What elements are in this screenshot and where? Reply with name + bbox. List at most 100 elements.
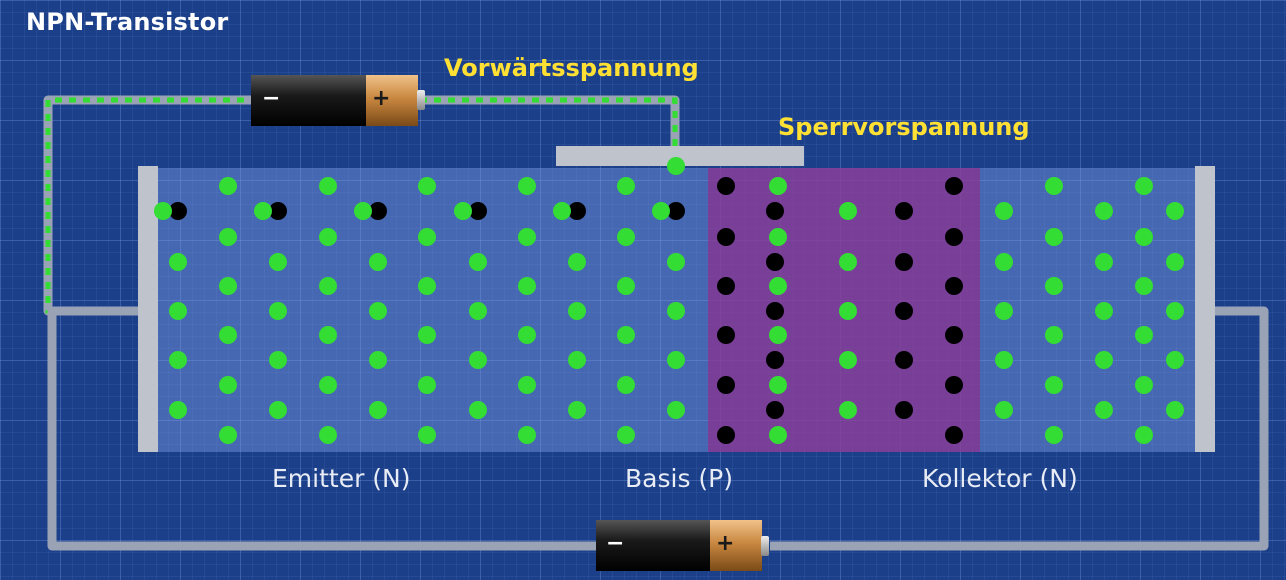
electron — [1166, 401, 1184, 419]
electron — [518, 326, 536, 344]
electron — [418, 277, 436, 295]
electron — [518, 277, 536, 295]
electron — [418, 228, 436, 246]
electron — [839, 202, 857, 220]
hole — [945, 277, 963, 295]
electron — [269, 302, 287, 320]
electron — [518, 228, 536, 246]
electron — [269, 401, 287, 419]
electron — [568, 302, 586, 320]
electron — [1135, 277, 1153, 295]
electron — [469, 351, 487, 369]
hole — [895, 302, 913, 320]
electron — [418, 376, 436, 394]
electron — [369, 401, 387, 419]
electron — [219, 326, 237, 344]
electron — [1045, 426, 1063, 444]
electron — [369, 253, 387, 271]
hole — [717, 426, 735, 444]
electron — [1045, 326, 1063, 344]
electron — [354, 202, 372, 220]
hole — [717, 177, 735, 195]
electron — [219, 277, 237, 295]
electron — [839, 401, 857, 419]
hole — [766, 253, 784, 271]
electron — [553, 202, 571, 220]
battery-forward-icon — [251, 75, 425, 126]
electron — [1045, 228, 1063, 246]
hole — [945, 177, 963, 195]
hole — [717, 228, 735, 246]
electron — [769, 326, 787, 344]
electron — [617, 228, 635, 246]
electron — [995, 202, 1013, 220]
electron — [839, 302, 857, 320]
electron — [1045, 376, 1063, 394]
emitter-contact — [138, 166, 158, 452]
electron — [1095, 253, 1113, 271]
hole — [169, 202, 187, 220]
electron — [319, 228, 337, 246]
electron — [839, 253, 857, 271]
electron — [1135, 376, 1153, 394]
hole — [766, 351, 784, 369]
electron — [667, 351, 685, 369]
electron — [418, 177, 436, 195]
electron — [169, 253, 187, 271]
electron — [1095, 302, 1113, 320]
reverse-bias-label: Sperrvorspannung — [778, 113, 1030, 141]
electron — [219, 228, 237, 246]
electron — [319, 376, 337, 394]
collector-contact — [1195, 166, 1215, 452]
electron — [1166, 351, 1184, 369]
electron — [769, 228, 787, 246]
electron — [169, 351, 187, 369]
hole — [369, 202, 387, 220]
electron — [617, 277, 635, 295]
hole — [469, 202, 487, 220]
electron — [469, 401, 487, 419]
emitter-label: Emitter (N) — [272, 464, 411, 493]
hole — [945, 376, 963, 394]
electron — [1135, 228, 1153, 246]
electron — [568, 351, 586, 369]
electron — [995, 351, 1013, 369]
electron — [995, 302, 1013, 320]
electron — [1095, 202, 1113, 220]
electron — [418, 326, 436, 344]
electron — [769, 177, 787, 195]
electron — [369, 302, 387, 320]
electron — [1166, 253, 1184, 271]
electron — [652, 202, 670, 220]
hole — [895, 401, 913, 419]
electron — [617, 326, 635, 344]
reverse-circuit-wire — [47, 306, 1269, 551]
electron — [568, 253, 586, 271]
electron — [667, 302, 685, 320]
hole — [766, 302, 784, 320]
electron — [518, 177, 536, 195]
electron — [1095, 401, 1113, 419]
electron — [617, 177, 635, 195]
electron — [617, 376, 635, 394]
electron — [469, 302, 487, 320]
electron — [769, 376, 787, 394]
battery-forward-negative-label: − — [262, 86, 281, 111]
electron — [154, 202, 172, 220]
hole — [269, 202, 287, 220]
electron — [454, 202, 472, 220]
electron — [269, 351, 287, 369]
hole — [717, 326, 735, 344]
electron — [1135, 426, 1153, 444]
forward-bias-label: Vorwärtsspannung — [444, 54, 699, 82]
electron — [518, 426, 536, 444]
hole — [766, 401, 784, 419]
base-contact — [556, 146, 804, 166]
electron — [319, 426, 337, 444]
electron — [1045, 177, 1063, 195]
battery-forward-positive-label: + — [372, 86, 391, 111]
electron — [219, 426, 237, 444]
electron — [667, 401, 685, 419]
electron — [219, 177, 237, 195]
